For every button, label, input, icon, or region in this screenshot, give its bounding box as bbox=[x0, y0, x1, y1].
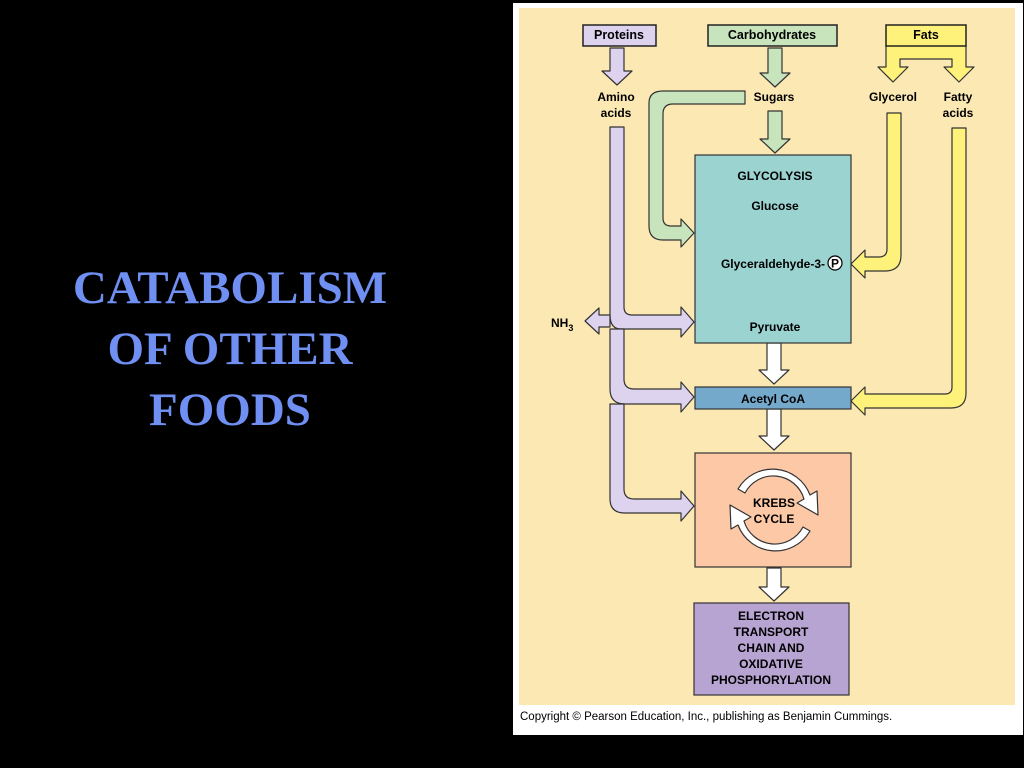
etc-label-line-5: PHOSPHORYLATION bbox=[711, 673, 831, 687]
amino-to-acetylcoa-arrow bbox=[609, 328, 695, 413]
fatty-acids-label-line-2: acids bbox=[943, 106, 974, 120]
proteins-label: Proteins bbox=[594, 28, 644, 42]
etc-box bbox=[693, 602, 850, 696]
nh3-subscript: 3 bbox=[568, 323, 573, 333]
glycolysis-box bbox=[694, 154, 852, 344]
amino-acid-pathway bbox=[584, 47, 695, 522]
sugars-to-glycolysis-arrow bbox=[759, 110, 791, 154]
slide-title: CATABOLISM OF OTHER FOODS bbox=[20, 258, 440, 441]
amino-acids-label-line-2: acids bbox=[601, 106, 632, 120]
slide-title-line-2: OF OTHER bbox=[107, 323, 353, 375]
amino-to-krebs-arrow bbox=[609, 403, 695, 522]
carbohydrate-pathway bbox=[648, 47, 791, 248]
acetyl-coa-label: Acetyl CoA bbox=[741, 392, 805, 406]
phosphate-symbol: P bbox=[831, 257, 839, 271]
glycerol-label: Glycerol bbox=[869, 90, 917, 104]
fats-box bbox=[885, 24, 967, 47]
etc-label-line-2: TRANSPORT bbox=[734, 625, 809, 639]
proteins-to-amino-arrow bbox=[601, 47, 633, 86]
nh3-label: NH3 bbox=[551, 316, 573, 333]
carbohydrates-box bbox=[707, 24, 838, 47]
etc-label-line-4: OXIDATIVE bbox=[739, 657, 803, 671]
krebs-label-line-2: CYCLE bbox=[754, 512, 795, 526]
amino-acids-label-line-1: Amino bbox=[597, 90, 634, 104]
slide-title-line-3: FOODS bbox=[149, 384, 311, 436]
glycolysis-title: GLYCOLYSIS bbox=[737, 169, 812, 183]
krebs-ring-arc-bottom bbox=[729, 504, 811, 552]
fatty-acids-label-line-1: Fatty bbox=[944, 90, 973, 104]
carbs-to-sugars-arrow bbox=[759, 47, 791, 88]
amino-to-pyruvate-arrow bbox=[609, 126, 695, 338]
nh3-arrow bbox=[584, 307, 611, 335]
fats-split-arrows bbox=[877, 44, 975, 83]
acetyl-coa-box bbox=[694, 386, 852, 410]
slide-title-line-1: CATABOLISM bbox=[72, 262, 388, 314]
catabolism-diagram: Proteins Carbohydrates Fats Amino acids … bbox=[519, 8, 1015, 705]
proteins-box bbox=[582, 24, 657, 47]
nh3-base: NH bbox=[551, 316, 568, 330]
sugars-to-glucose-arrow bbox=[648, 90, 746, 248]
fat-pathway bbox=[850, 44, 975, 416]
glycerol-to-g3p-arrow bbox=[850, 112, 902, 279]
pyruvate-label: Pyruvate bbox=[750, 320, 801, 334]
copyright-notice: Copyright © Pearson Education, Inc., pub… bbox=[520, 711, 893, 723]
fatty-acids-to-acetylcoa-arrow bbox=[850, 127, 967, 416]
krebs-cycle-ring bbox=[729, 468, 819, 552]
g3p-label: Glyceraldehyde-3- bbox=[721, 257, 825, 271]
phosphate-circle-icon bbox=[827, 255, 843, 271]
etc-label-line-3: CHAIN AND bbox=[738, 641, 805, 655]
acetylcoa-to-krebs-arrow bbox=[758, 408, 790, 451]
carbohydrates-label: Carbohydrates bbox=[728, 28, 816, 42]
glucose-label: Glucose bbox=[751, 199, 799, 213]
catabolism-figure: Proteins Carbohydrates Fats Amino acids … bbox=[513, 3, 1023, 735]
krebs-ring-arc-top bbox=[737, 468, 819, 516]
etc-label-line-1: ELECTRON bbox=[738, 609, 804, 623]
krebs-label-line-1: KREBS bbox=[753, 496, 795, 510]
krebs-to-etc-arrow bbox=[758, 567, 790, 602]
sugars-label: Sugars bbox=[754, 90, 795, 104]
pyruvate-to-acetylcoa-arrow bbox=[758, 342, 790, 385]
fats-label: Fats bbox=[913, 28, 939, 42]
